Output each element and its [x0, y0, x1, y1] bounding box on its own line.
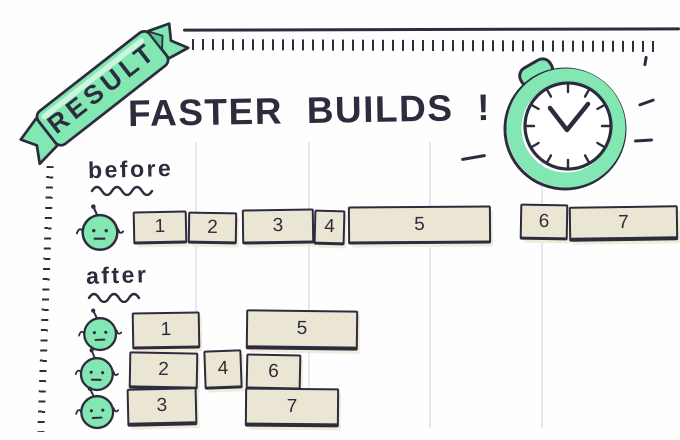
robot-icon	[75, 386, 120, 430]
stopwatch-mint-ring	[506, 68, 626, 188]
robot-icon	[78, 308, 123, 352]
left-ruler-ticks	[37, 165, 54, 433]
task-box: 5	[347, 205, 492, 245]
task-box: 1	[131, 311, 201, 350]
top-border-line	[182, 27, 680, 32]
motion-dash	[460, 153, 487, 162]
ribbon-banner-icon: RESULT	[19, 22, 190, 166]
stopwatch-icon	[503, 57, 627, 191]
ribbon-highlight	[41, 38, 144, 120]
stray-tick-mark	[643, 55, 648, 67]
motion-dash	[637, 98, 656, 107]
before-label: before	[87, 154, 174, 184]
task-box: 2	[187, 211, 238, 245]
task-box: 7	[244, 387, 340, 428]
stopwatch-tick-marks	[525, 83, 611, 169]
task-box: 4	[203, 349, 243, 390]
page-title: FASTER BUILDS !	[127, 86, 492, 135]
task-box: 5	[245, 309, 359, 351]
robot-icon	[74, 348, 119, 392]
task-box: 6	[519, 203, 569, 241]
after-label: after	[85, 261, 149, 289]
task-box: 3	[126, 387, 198, 427]
top-ruler-ticks	[191, 38, 659, 53]
gridline	[308, 142, 310, 428]
gridline	[541, 142, 543, 428]
before-underline-squiggle	[90, 185, 154, 196]
task-box: 2	[128, 351, 199, 390]
after-underline-squiggle	[87, 292, 141, 303]
robot-icon	[76, 204, 124, 252]
motion-dash	[633, 138, 654, 143]
task-box: 4	[313, 209, 346, 246]
task-box: 3	[241, 208, 315, 245]
task-box: 1	[132, 210, 188, 245]
task-box: 7	[568, 205, 679, 242]
task-box: 6	[245, 353, 302, 391]
ribbon-fold	[146, 30, 164, 51]
gridline	[195, 142, 197, 428]
gridline	[429, 142, 431, 428]
stopwatch-hands	[547, 101, 591, 133]
